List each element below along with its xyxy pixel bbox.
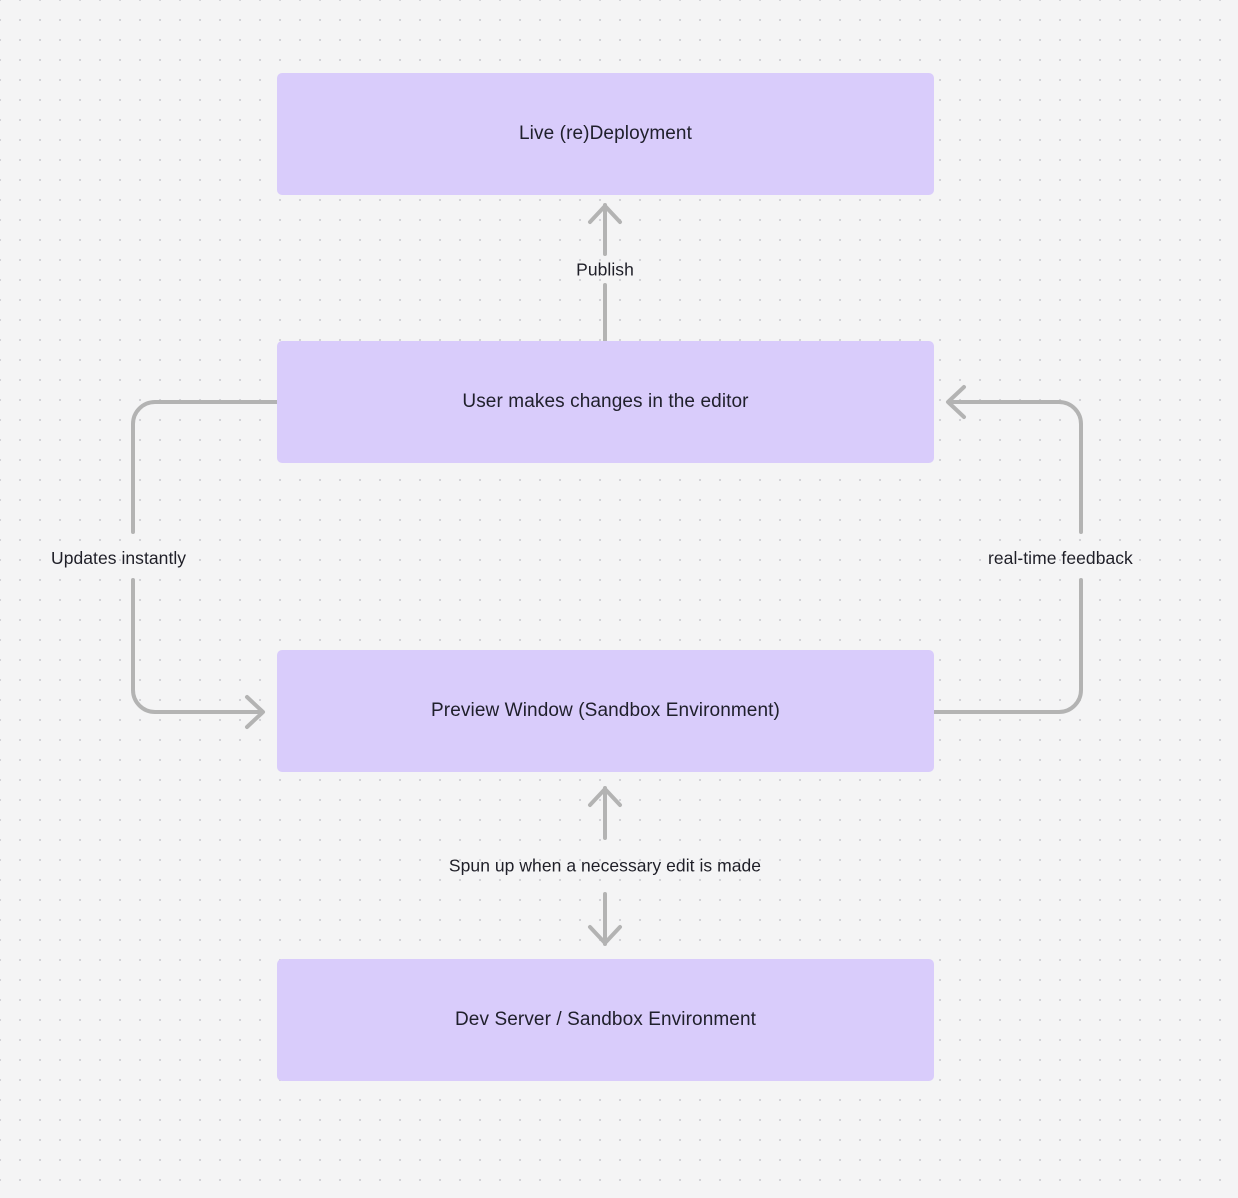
node-preview-window[interactable]: Preview Window (Sandbox Environment) xyxy=(277,650,934,772)
node-label: Live (re)Deployment xyxy=(519,122,692,144)
edge-label-publish: Publish xyxy=(576,259,634,280)
edge-label-real-time-feedback: real-time feedback xyxy=(988,548,1133,568)
edge-label-spun-up: Spun up when a necessary edit is made xyxy=(448,855,762,876)
node-dev-server[interactable]: Dev Server / Sandbox Environment xyxy=(277,959,934,1081)
node-label: Dev Server / Sandbox Environment xyxy=(454,1008,756,1030)
node-live-deployment[interactable]: Live (re)Deployment xyxy=(277,73,934,195)
node-label: User makes changes in the editor xyxy=(462,390,749,412)
node-user-edits[interactable]: User makes changes in the editor xyxy=(277,341,934,463)
edge-label-updates-instantly: Updates instantly xyxy=(51,548,187,568)
node-label: Preview Window (Sandbox Environment) xyxy=(431,699,780,721)
